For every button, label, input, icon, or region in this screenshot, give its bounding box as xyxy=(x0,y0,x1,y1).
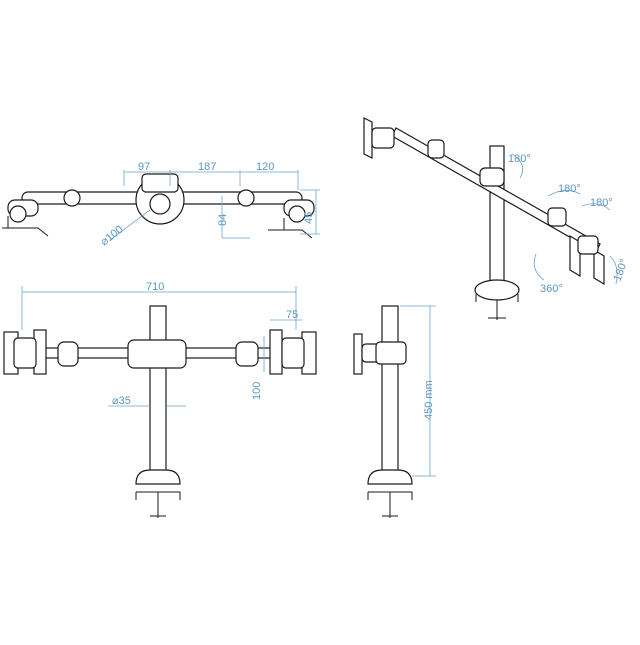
dim-pole-height: 450 mm xyxy=(423,380,435,420)
top-view: 97 187 120 ⌀100 84 45 xyxy=(2,161,320,248)
front-hub xyxy=(127,339,187,369)
front-clamp xyxy=(135,491,181,518)
rotation-arrow-2 xyxy=(547,190,581,197)
iso-view: 180° 180° 180° 180° 360° xyxy=(363,117,631,320)
rotation-arrow-1 xyxy=(511,153,524,179)
side-pole xyxy=(381,305,399,475)
top-joint-right xyxy=(237,189,255,207)
dim-total-width: 710 xyxy=(146,281,164,293)
front-right-tilt-head xyxy=(281,337,305,369)
dim-depth: 84 xyxy=(217,214,229,226)
top-hub-pole xyxy=(149,193,171,215)
dim-pole-diameter: ⌀35 xyxy=(112,395,131,407)
front-right-vesa-plate xyxy=(269,329,283,375)
dim-bracket-width: 75 xyxy=(286,309,298,321)
front-joint-right xyxy=(235,341,259,367)
rot-head-left: 360° xyxy=(540,283,563,295)
side-view: 450 mm xyxy=(353,305,436,518)
front-joint-left xyxy=(57,341,79,367)
dim-bracket-height: 100 xyxy=(251,382,263,400)
front-left-tilt-head xyxy=(13,337,37,369)
rot-joint-2: 180° xyxy=(590,197,613,209)
rotation-arrow-4 xyxy=(609,255,618,285)
front-view: 710 75 100 ⌀35 xyxy=(3,281,317,518)
top-hub-block xyxy=(141,173,179,193)
dim-hub-diameter: ⌀100 xyxy=(98,224,125,249)
top-left-clamp xyxy=(2,216,49,237)
iso-joint-2 xyxy=(547,207,567,227)
top-left-knob xyxy=(9,205,27,223)
rotation-arrow-3 xyxy=(581,203,611,211)
rot-joint-1: 180° xyxy=(558,183,581,195)
front-base xyxy=(135,469,181,485)
front-pole xyxy=(149,305,167,475)
iso-left-vesa-plate xyxy=(363,117,373,159)
dim-middle: 187 xyxy=(198,161,216,173)
iso-left-tilt-head xyxy=(371,127,395,149)
rot-pole-top: 180° xyxy=(508,153,531,165)
iso-base xyxy=(474,279,520,301)
rotation-arrow-5 xyxy=(533,253,545,281)
iso-right-vesa-plate-2 xyxy=(593,248,605,286)
dim-right-arm: 120 xyxy=(256,161,274,173)
dim-height: 45 xyxy=(303,212,315,224)
side-clamp xyxy=(367,491,413,518)
side-base xyxy=(367,469,413,485)
side-vesa-plate xyxy=(353,333,363,375)
iso-joint-1 xyxy=(427,139,445,159)
iso-clamp xyxy=(475,294,519,320)
iso-right-tilt-head xyxy=(577,235,599,255)
iso-hub xyxy=(479,167,505,187)
side-hub xyxy=(375,341,407,365)
top-right-clamp xyxy=(268,218,313,239)
dim-left-arm: 97 xyxy=(138,161,150,173)
top-joint-left xyxy=(63,189,81,207)
top-right-knob xyxy=(288,205,306,223)
